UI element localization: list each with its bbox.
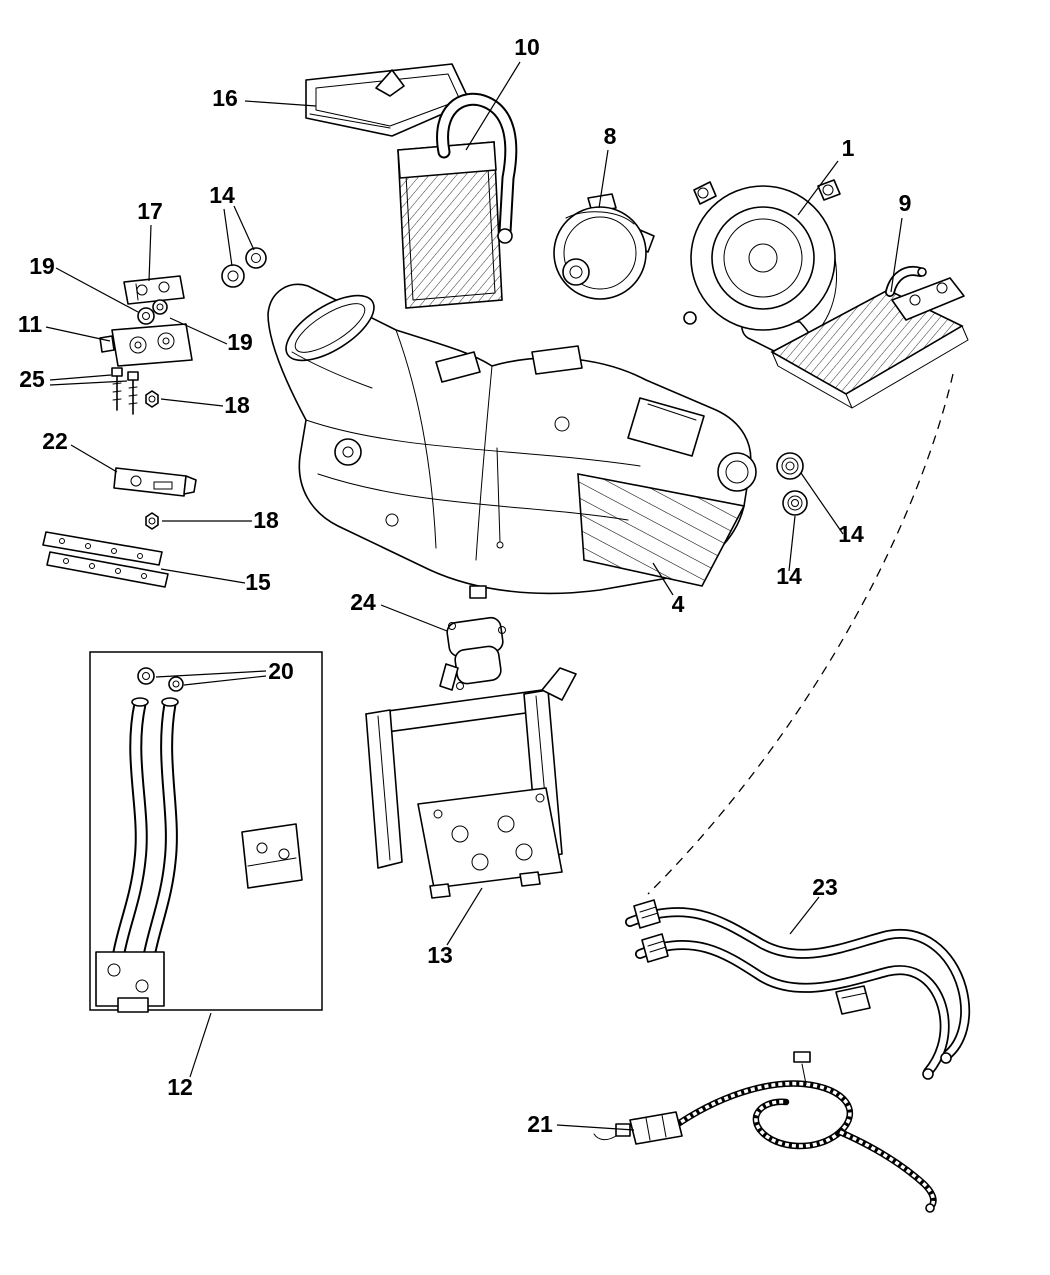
callout-22: 22 <box>42 428 68 454</box>
callout-19-left: 19 <box>29 253 55 279</box>
part-14-grommets-top-icon <box>221 247 267 288</box>
leader-lines <box>45 61 903 1131</box>
part-17-bracket-icon <box>123 275 185 305</box>
part-16-cover-icon <box>305 63 471 137</box>
routing-dashed-line <box>647 373 954 895</box>
part-18-nut-lower-icon <box>145 512 159 530</box>
callout-13: 13 <box>427 942 453 968</box>
callout-labels: 1 4 8 9 10 11 12 13 14 14 14 15 16 17 18… <box>18 34 912 1137</box>
callout-8: 8 <box>604 123 617 149</box>
part-9-evaporator-core-icon <box>770 266 969 409</box>
part-1-blower-housing-icon <box>683 179 841 363</box>
part-4-main-housing-icon <box>267 283 757 599</box>
part-19-washers-icon <box>137 299 168 325</box>
part-21-harness-icon <box>593 1051 937 1213</box>
callout-14-right-upper: 14 <box>838 521 864 547</box>
callout-4: 4 <box>672 591 685 617</box>
part-24-actuator-icon <box>439 616 506 691</box>
callout-14-right-lower: 14 <box>776 563 802 589</box>
part-12-tube-assembly-icon <box>89 651 323 1013</box>
callout-18-lower: 18 <box>253 507 279 533</box>
callout-23: 23 <box>812 874 838 900</box>
callout-25: 25 <box>19 366 45 392</box>
part-10-heater-core-icon <box>397 92 518 309</box>
part-25-bolts-icon <box>111 367 139 415</box>
callout-11: 11 <box>18 311 43 337</box>
callout-16: 16 <box>212 85 238 111</box>
callout-12: 12 <box>167 1074 193 1100</box>
part-22-bracket-icon <box>113 467 197 497</box>
callout-14-top: 14 <box>209 182 235 208</box>
callout-24: 24 <box>350 589 376 615</box>
callout-21: 21 <box>527 1111 553 1137</box>
part-23-hoses-icon <box>625 899 971 1080</box>
callout-1: 1 <box>842 135 855 161</box>
callout-10: 10 <box>514 34 540 60</box>
part-15-rail-icon <box>42 531 169 588</box>
part-11-valve-block-icon <box>99 323 193 367</box>
part-18-nut-upper-icon <box>145 390 159 408</box>
part-13-bracket-icon <box>365 667 577 899</box>
part-8-blower-motor-icon <box>553 193 655 300</box>
callout-17: 17 <box>137 198 163 224</box>
part-14-grommets-right-icon <box>776 452 808 516</box>
callout-19-right: 19 <box>227 329 253 355</box>
callout-9: 9 <box>899 190 912 216</box>
callout-20: 20 <box>268 658 294 684</box>
callout-15: 15 <box>245 569 271 595</box>
callout-18-upper: 18 <box>224 392 250 418</box>
